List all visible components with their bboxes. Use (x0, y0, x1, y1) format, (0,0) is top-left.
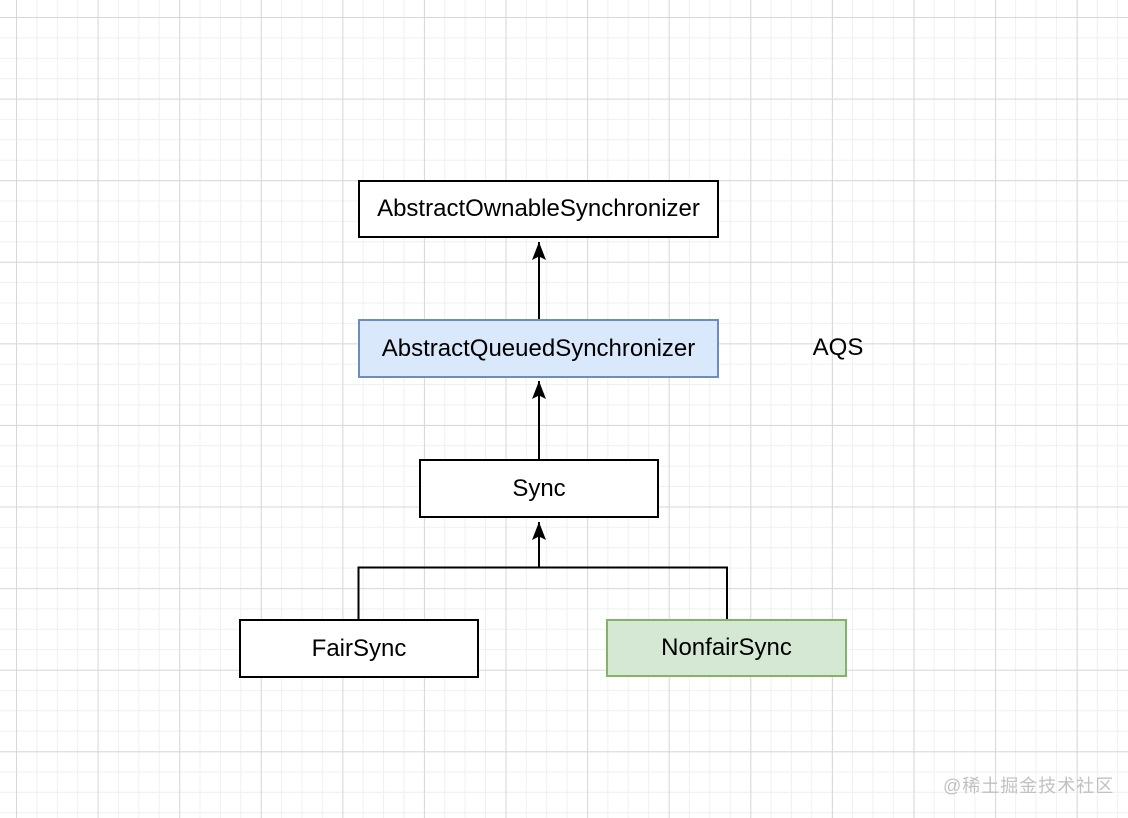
node-label: Sync (512, 474, 566, 502)
aqs-annotation: AQS (812, 334, 864, 361)
node-nonfair-sync: NonfairSync (606, 619, 847, 677)
node-abstract-ownable-synchronizer: AbstractOwnableSynchronizer (358, 180, 719, 238)
node-label: FairSync (311, 634, 407, 662)
node-fair-sync: FairSync (239, 619, 479, 678)
node-sync: Sync (419, 459, 659, 518)
watermark: @稀土掘金技术社区 (943, 776, 1115, 796)
node-abstract-queued-synchronizer: AbstractQueuedSynchronizer (358, 319, 719, 378)
node-label: AbstractQueuedSynchronizer (381, 334, 696, 362)
node-label: AbstractOwnableSynchronizer (377, 195, 700, 222)
node-label: NonfairSync (661, 634, 792, 661)
edge-branch (357, 566, 728, 619)
